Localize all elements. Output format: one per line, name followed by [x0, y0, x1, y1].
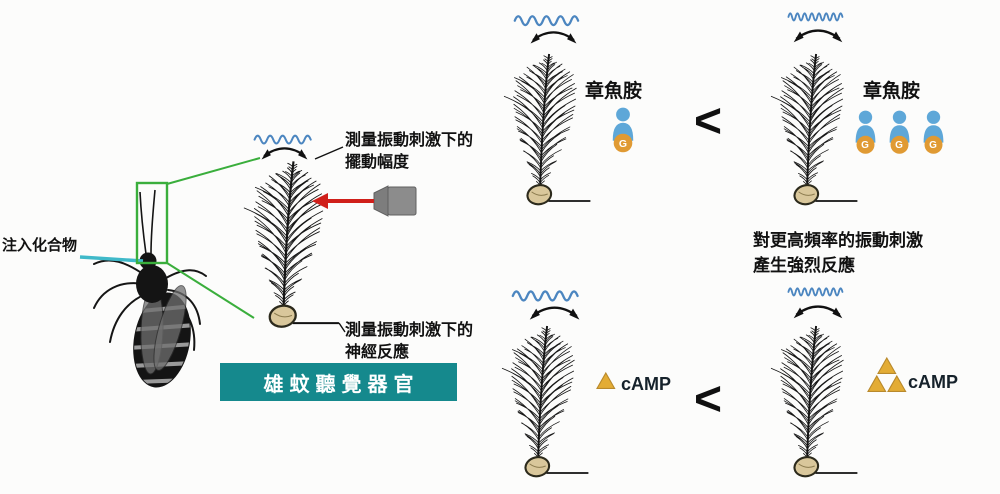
- vibration-wave-icon-camp-right: [787, 287, 844, 297]
- mosquito-thorax: [136, 265, 168, 303]
- vibration-wave-icon-oct-right: [787, 12, 844, 22]
- swing-arrow-icon-camp-right: [792, 305, 844, 320]
- camp-triangle-icon: [877, 357, 897, 374]
- zoom-callout-line-top: [166, 157, 261, 185]
- measure-neural-line2: 神經反應: [345, 344, 410, 361]
- high-frequency-note-line1: 對更高頻率的振動刺激: [753, 231, 923, 250]
- antenna-camp-right: [770, 324, 859, 480]
- mosquito-antennae: [139, 189, 156, 255]
- inject-compound-label: 注入化合物: [2, 237, 78, 254]
- mosquito-head: [139, 252, 157, 270]
- swing-arrow-icon-camp-left: [528, 306, 581, 321]
- octopamine-label-right: 章魚胺: [863, 81, 921, 102]
- vibration-wave-icon-oct-left: [513, 15, 580, 27]
- antenna-octopamine-left: [503, 52, 592, 208]
- mosquito-illustration: [93, 189, 207, 388]
- antenna-octopamine-right: [770, 52, 859, 208]
- measure-amplitude-line2: 擺動幅度: [345, 154, 410, 171]
- swing-arrow-icon-oct-right: [792, 29, 844, 44]
- camera-icon: [373, 185, 417, 217]
- mosquito-wing-right: [153, 285, 187, 371]
- camp-triangle-icon: [887, 375, 907, 392]
- less-than-symbol-top: <: [694, 95, 723, 148]
- vibration-wave-icon-camp-left: [511, 290, 579, 302]
- camp-triangle-icon: [867, 375, 887, 392]
- neural-connector-line: [338, 322, 346, 333]
- antenna-camp-left: [501, 324, 590, 480]
- g-protein-badge-label: G: [929, 140, 937, 151]
- camp-triangle-icon: [596, 372, 616, 389]
- g-protein-badge-label: G: [895, 140, 903, 151]
- camp-label-left: cAMP: [621, 374, 672, 394]
- zoom-callout-box: [135, 181, 169, 265]
- swing-arrow-icon-center: [260, 147, 309, 161]
- injection-pipette: [79, 255, 144, 263]
- male-antenna-large: [243, 160, 341, 331]
- measure-neural-line1: 測量振動刺激下的: [345, 322, 474, 339]
- amplitude-connector-line: [314, 146, 344, 160]
- zoom-callout-line-bottom: [166, 262, 255, 319]
- vibration-wave-icon-center: [253, 134, 312, 145]
- measure-neural-label: 測量振動刺激下的 神經反應: [345, 320, 473, 364]
- high-frequency-note: 對更高頻率的振動刺激 產生強烈反應: [753, 228, 923, 278]
- camp-label-right: cAMP: [908, 372, 959, 392]
- g-protein-badge-label: G: [619, 138, 627, 150]
- swing-arrow-icon-oct-left: [529, 31, 578, 45]
- less-than-symbol-bottom: <: [694, 373, 723, 426]
- measure-amplitude-line1: 測量振動刺激下的: [345, 132, 474, 149]
- measurement-arrow: [312, 193, 374, 209]
- measure-amplitude-label: 測量振動刺激下的 擺動幅度: [345, 130, 473, 174]
- octopamine-label-left: 章魚胺: [585, 81, 643, 102]
- male-hearing-organ-banner: 雄蚊聽覺器官: [220, 363, 457, 401]
- g-protein-badge-label: G: [861, 140, 869, 151]
- high-frequency-note-line2: 產生強烈反應: [753, 256, 855, 275]
